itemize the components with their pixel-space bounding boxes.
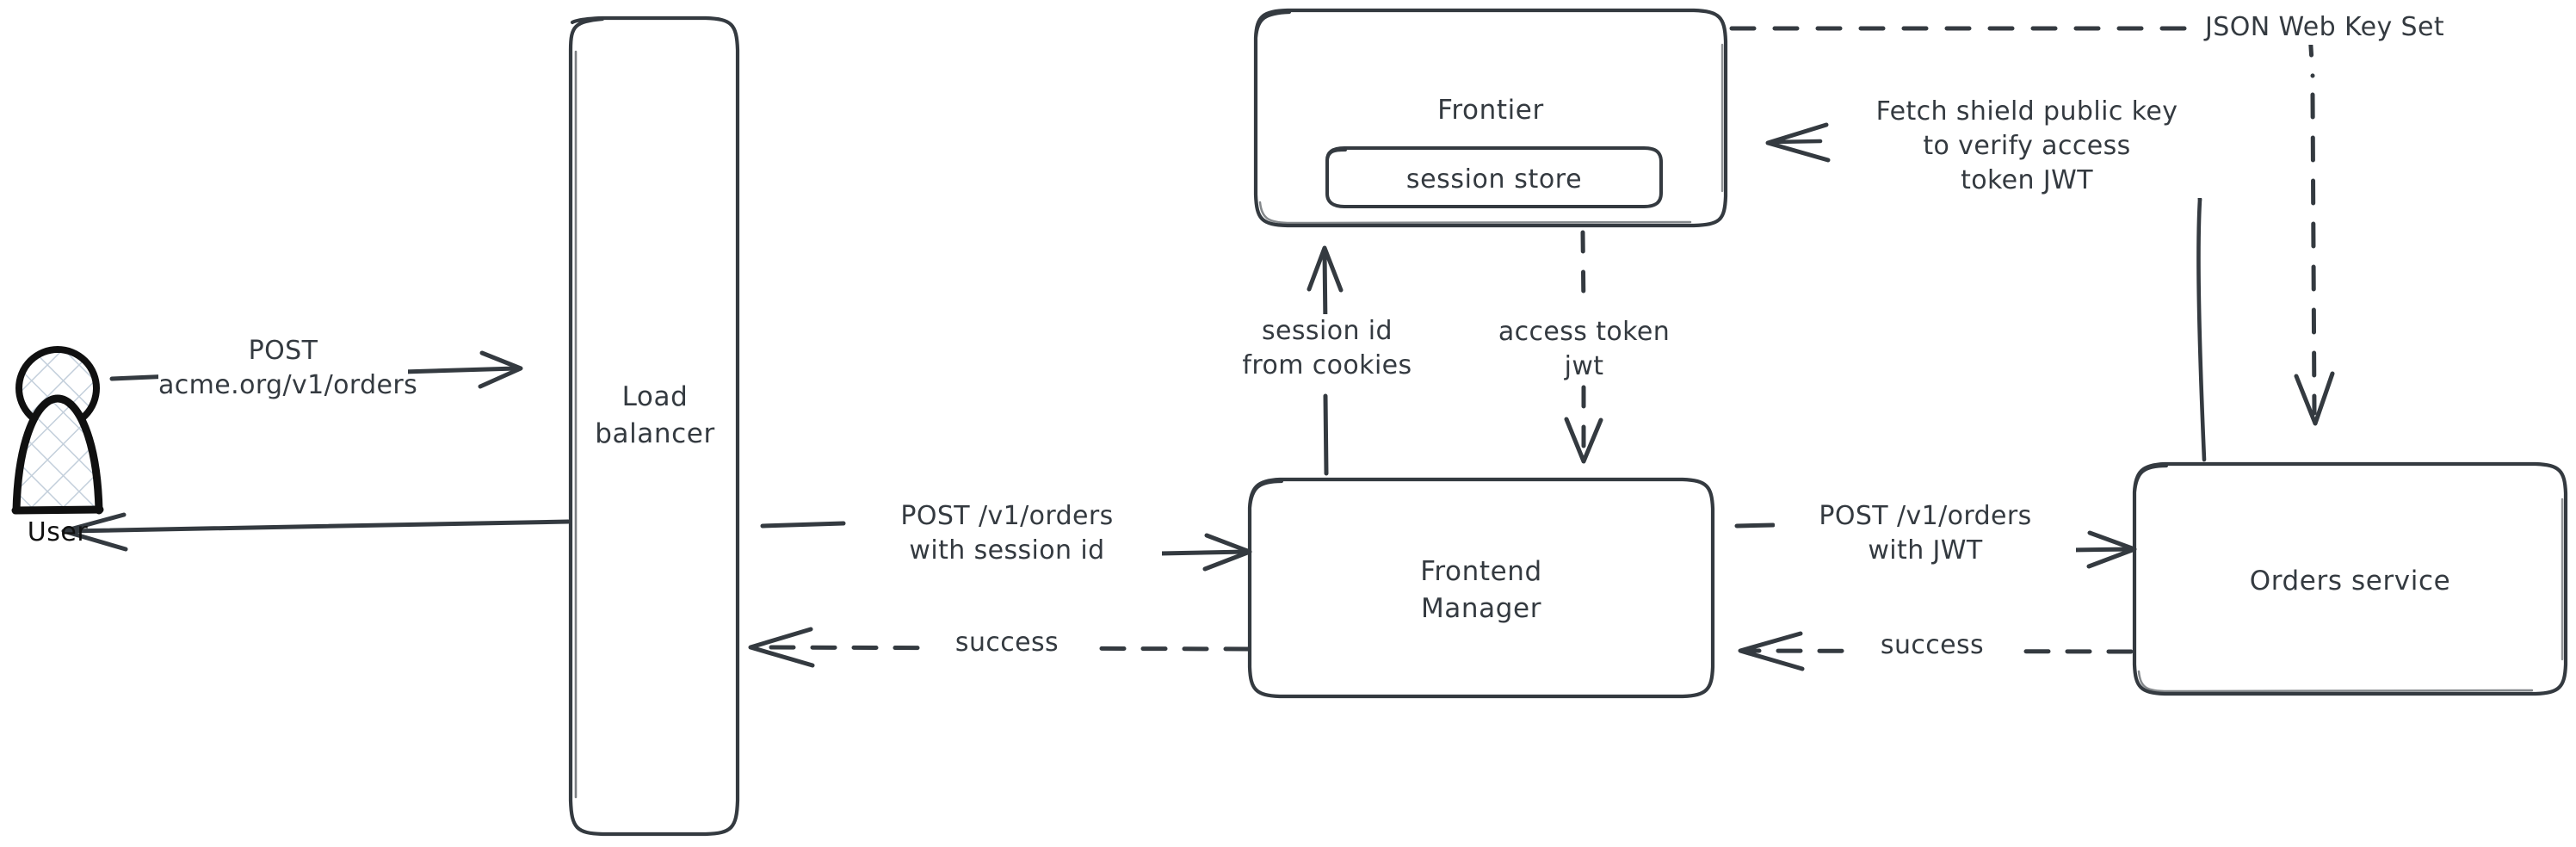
edge-frontier-to-orders — [1729, 26, 2335, 426]
edge-orders-to-fm — [1738, 631, 2134, 671]
edge-user-to-lb — [109, 350, 523, 389]
edge-orders-to-frontier — [1765, 122, 2207, 462]
session-store-shape[interactable] — [1325, 146, 1663, 208]
edge-lb-to-user — [61, 512, 571, 552]
edge-frontier-to-fm — [1564, 230, 1603, 464]
user-actor-icon — [11, 346, 104, 515]
load-balancer-shape[interactable] — [568, 15, 740, 837]
edge-fm-to-orders — [1734, 522, 2137, 569]
frontend-manager-shape[interactable] — [1247, 477, 1715, 699]
edge-lb-to-fm — [760, 521, 1252, 572]
edge-fm-to-frontier — [1307, 245, 1344, 476]
orders-service-shape[interactable] — [2132, 461, 2568, 696]
user-actor-label: User — [27, 517, 89, 547]
edge-fm-to-lb — [748, 627, 1251, 668]
